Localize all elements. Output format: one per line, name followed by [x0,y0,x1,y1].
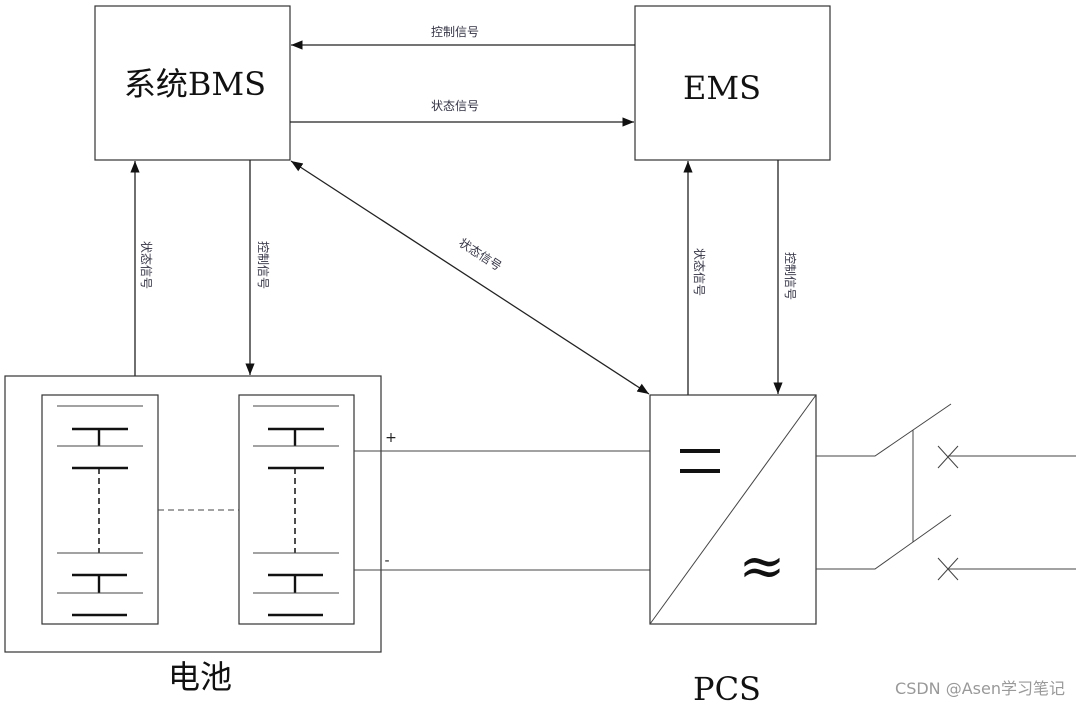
ems-label: EMS [683,69,761,107]
dc-symbol-icon [680,449,720,453]
control-signal-label: 控制信号 [431,25,479,39]
pcs-box: ≈ [649,394,817,625]
ac-symbol: ≈ [739,534,786,599]
status-signal-label: 状态信号 [456,236,504,274]
battery-pack-right [238,394,355,625]
control-signal-label: 控制信号 [783,252,797,300]
cell-stack-right [253,405,339,617]
ems-box: EMS [634,5,831,161]
breaker-switch-icon [816,403,1076,581]
positive-terminal: + [385,430,397,446]
bms-box: 系统BMS [94,5,291,161]
status-arrow-bms-pcs [290,160,650,395]
watermark: CSDN @Asen学习笔记 [895,679,1065,698]
battery-label: 电池 [168,658,232,696]
negative-terminal: - [384,553,389,569]
dc-symbol-icon [680,469,720,473]
pcs-label: PCS [693,670,761,706]
control-signal-label: 控制信号 [256,241,270,289]
battery-box [4,375,382,653]
status-signal-label: 状态信号 [139,241,153,289]
status-signal-label: 状态信号 [431,99,479,113]
bms-label: 系统BMS [124,65,266,103]
status-signal-label: 状态信号 [692,248,706,296]
cell-stack-left [57,405,143,617]
